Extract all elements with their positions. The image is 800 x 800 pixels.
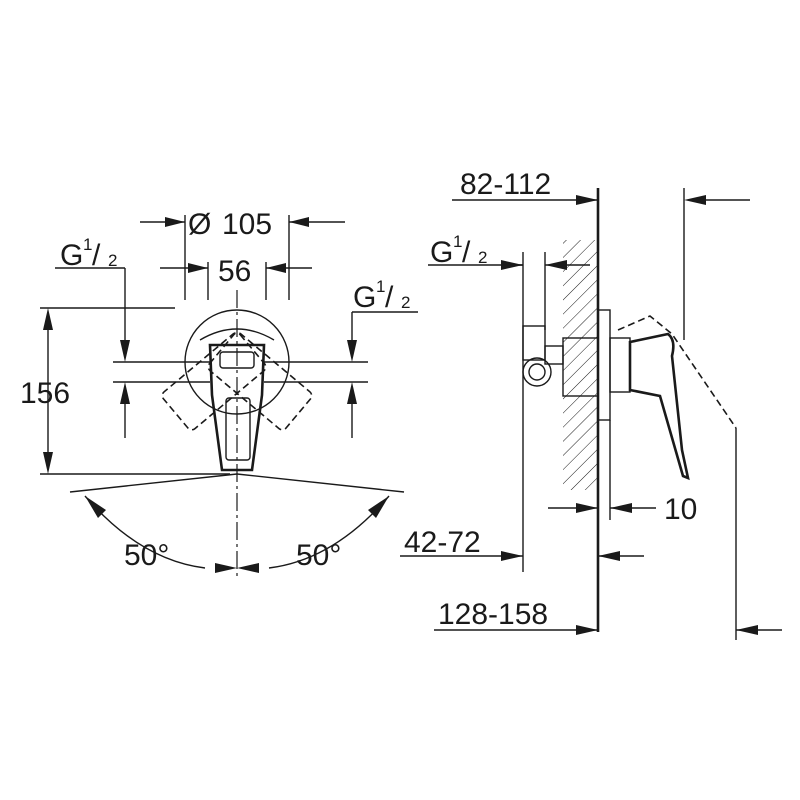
mounting-plate xyxy=(597,309,611,421)
cartridge-hub xyxy=(609,337,631,393)
dim-angle-right: 50° xyxy=(296,539,341,572)
thread-left-slash: / xyxy=(92,239,101,272)
inlet-outer xyxy=(522,357,552,387)
thread-side-den: 2 xyxy=(478,248,487,267)
lever-head xyxy=(219,351,255,369)
lever-ghost-right xyxy=(207,332,313,431)
lever-ghost-left xyxy=(161,332,267,431)
thread-right-num: 1 xyxy=(376,277,385,296)
valve-body xyxy=(562,337,599,397)
dim-projection-1: 42-72 xyxy=(404,526,481,559)
dim-diameter-symbol: Ø xyxy=(188,208,211,241)
rosette-inner-ring xyxy=(199,328,275,341)
inlet-inner xyxy=(528,363,546,381)
lever-body xyxy=(208,343,266,472)
dim-height-value: 156 xyxy=(20,377,70,410)
dim-diameter-value: 105 xyxy=(222,208,272,241)
thread-side-num: 1 xyxy=(453,232,462,251)
dim-projection-2: 128-158 xyxy=(438,598,548,631)
dim-wall-depth: 82-112 xyxy=(460,168,551,201)
thread-left-den: 2 xyxy=(108,251,117,270)
dim-spacing-value: 56 xyxy=(218,255,251,288)
thread-left-base: G xyxy=(60,239,83,272)
lever-side-profile xyxy=(628,332,690,481)
thread-right-slash: / xyxy=(385,281,394,314)
dim-plate: 10 xyxy=(664,493,697,526)
thread-right-base: G xyxy=(353,281,376,314)
thread-right-den: 2 xyxy=(401,293,410,312)
thread-side-slash: / xyxy=(462,236,471,269)
front-view: Ø 105 56 G 1 / 2 G 1 / 2 xyxy=(20,208,418,580)
dim-angle-left: 50° xyxy=(124,539,169,572)
side-view: 82-112 G 1 / 2 10 42-72 128-158 xyxy=(400,168,782,640)
lever-grip xyxy=(225,397,251,461)
inlet-neck xyxy=(522,325,546,361)
thread-side-base: G xyxy=(430,236,453,269)
inlet-connector xyxy=(544,345,564,365)
lever-side-ghost xyxy=(617,315,737,429)
thread-left-num: 1 xyxy=(83,235,92,254)
wall-hatch xyxy=(563,240,598,490)
